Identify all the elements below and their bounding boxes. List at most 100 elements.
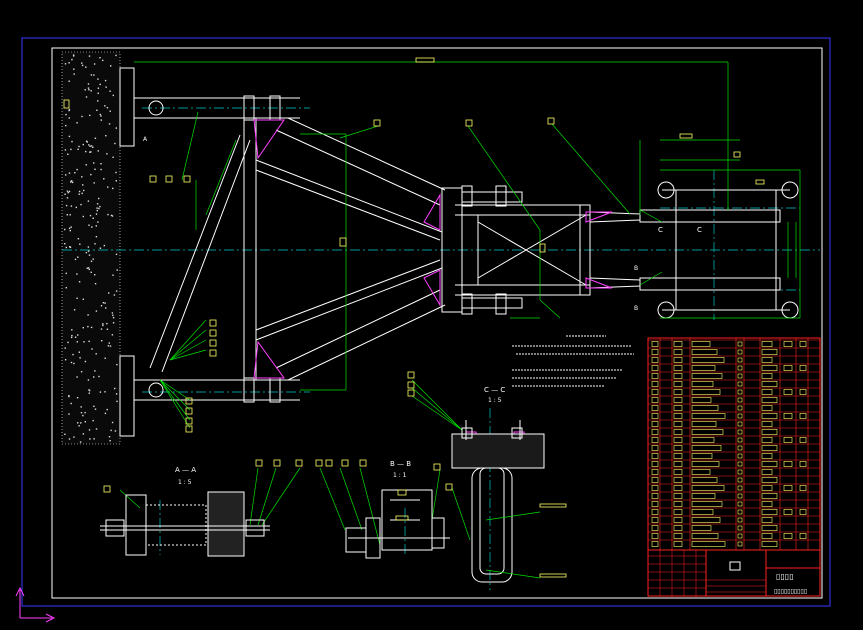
hatch-dot (65, 124, 67, 127)
hatch-dot (94, 137, 97, 139)
part-tag (165, 175, 173, 183)
table-cell-mark (673, 389, 683, 395)
hatch-dot (66, 197, 69, 199)
hatch-dot (76, 273, 78, 275)
table-cell-mark (783, 485, 793, 491)
table-cell-mark (799, 413, 807, 419)
hatch-dot (82, 433, 85, 435)
table-cell-mark (673, 533, 683, 539)
hatch-dot (116, 269, 118, 271)
hatch-dot (106, 328, 109, 330)
table-cell-mark (691, 381, 714, 387)
table-cell-mark (673, 469, 683, 475)
hatch-dot (115, 290, 118, 292)
hatch-dot (69, 229, 71, 232)
part-tag (183, 175, 191, 183)
table-cell-mark (651, 437, 659, 443)
part-tag (407, 381, 415, 389)
part-tag (315, 459, 323, 467)
part-tag (679, 133, 693, 139)
table-cell-mark (761, 357, 773, 363)
cut-mark-c-right: C (697, 226, 702, 234)
hatch-dot (73, 362, 75, 365)
table-cell-mark (651, 445, 659, 451)
hatch-dot (72, 54, 75, 56)
hatch-dot (99, 391, 102, 393)
hatch-dot (68, 395, 70, 398)
hatch-dot (100, 115, 102, 117)
hatch-dot (69, 246, 71, 248)
hatch-dot (93, 182, 95, 184)
table-cell-mark (691, 413, 726, 419)
hatch-dot (108, 436, 111, 438)
hatch-dot (97, 100, 99, 102)
table-cell-mark (651, 541, 659, 547)
hatch-dot (90, 74, 93, 76)
hatch-dot (99, 205, 101, 208)
hatch-dot (81, 62, 83, 64)
table-cell-mark (761, 429, 778, 435)
hatch-dot (77, 334, 79, 336)
table-cell-mark (761, 349, 778, 355)
table-cell-mark (673, 477, 683, 483)
hatch-dot (98, 375, 100, 378)
hatch-dot (73, 55, 75, 57)
table-cell-mark (737, 381, 743, 387)
hatch-dot (89, 114, 91, 117)
hatch-dot (68, 117, 70, 119)
hatch-dot (70, 148, 72, 151)
table-cell-mark (783, 461, 793, 467)
hatch-dot (106, 107, 109, 109)
hatch-dot (109, 440, 111, 442)
hatch-dot (79, 357, 81, 359)
part-tag (359, 459, 367, 467)
hatch-dot (111, 421, 114, 424)
hatch-dot (104, 391, 106, 393)
hatch-dot (70, 226, 72, 228)
part-tag (465, 119, 473, 127)
table-cell-mark (761, 421, 773, 427)
table-cell-mark (673, 437, 683, 443)
hatch-dot (66, 190, 69, 192)
hatch-dot (68, 80, 70, 82)
hatch-dot (71, 334, 73, 337)
hatch-dot (101, 340, 103, 342)
table-cell-mark (737, 413, 743, 419)
table-cell-mark (691, 501, 723, 507)
hatch-dot (95, 428, 98, 430)
part-tag (397, 489, 407, 496)
table-cell-mark (737, 453, 743, 459)
hatch-dot (70, 361, 73, 364)
table-cell-mark (737, 341, 743, 347)
hatch-dot (76, 168, 78, 171)
part-tag (185, 417, 193, 425)
title-block (647, 549, 821, 597)
hatch-dot (116, 363, 118, 366)
table-cell-mark (673, 373, 683, 379)
hatch-dot (94, 274, 96, 276)
table-cell-mark (737, 373, 743, 379)
wall-mount-plate-top (119, 67, 135, 147)
table-cell-mark (737, 517, 743, 523)
part-tag (185, 407, 193, 415)
hatch-dot (88, 389, 91, 392)
table-cell-mark (691, 421, 717, 427)
hatch-dot (71, 180, 73, 182)
hatch-dot (87, 379, 90, 381)
table-cell-mark (651, 429, 659, 435)
hatch-dot (68, 172, 71, 174)
hatch-dot (89, 151, 91, 153)
table-cell-mark (673, 413, 683, 419)
hatch-dot (75, 206, 77, 209)
hatch-dot (112, 156, 114, 158)
hatch-dot (86, 267, 88, 269)
hatch-dot (72, 353, 74, 356)
hatch-dot (68, 190, 71, 193)
part-tag (209, 339, 217, 347)
hatch-dot (65, 246, 67, 249)
table-cell-mark (673, 525, 683, 531)
hatch-dot (69, 246, 72, 248)
table-cell-mark (761, 533, 773, 539)
hatch-dot (95, 310, 98, 312)
